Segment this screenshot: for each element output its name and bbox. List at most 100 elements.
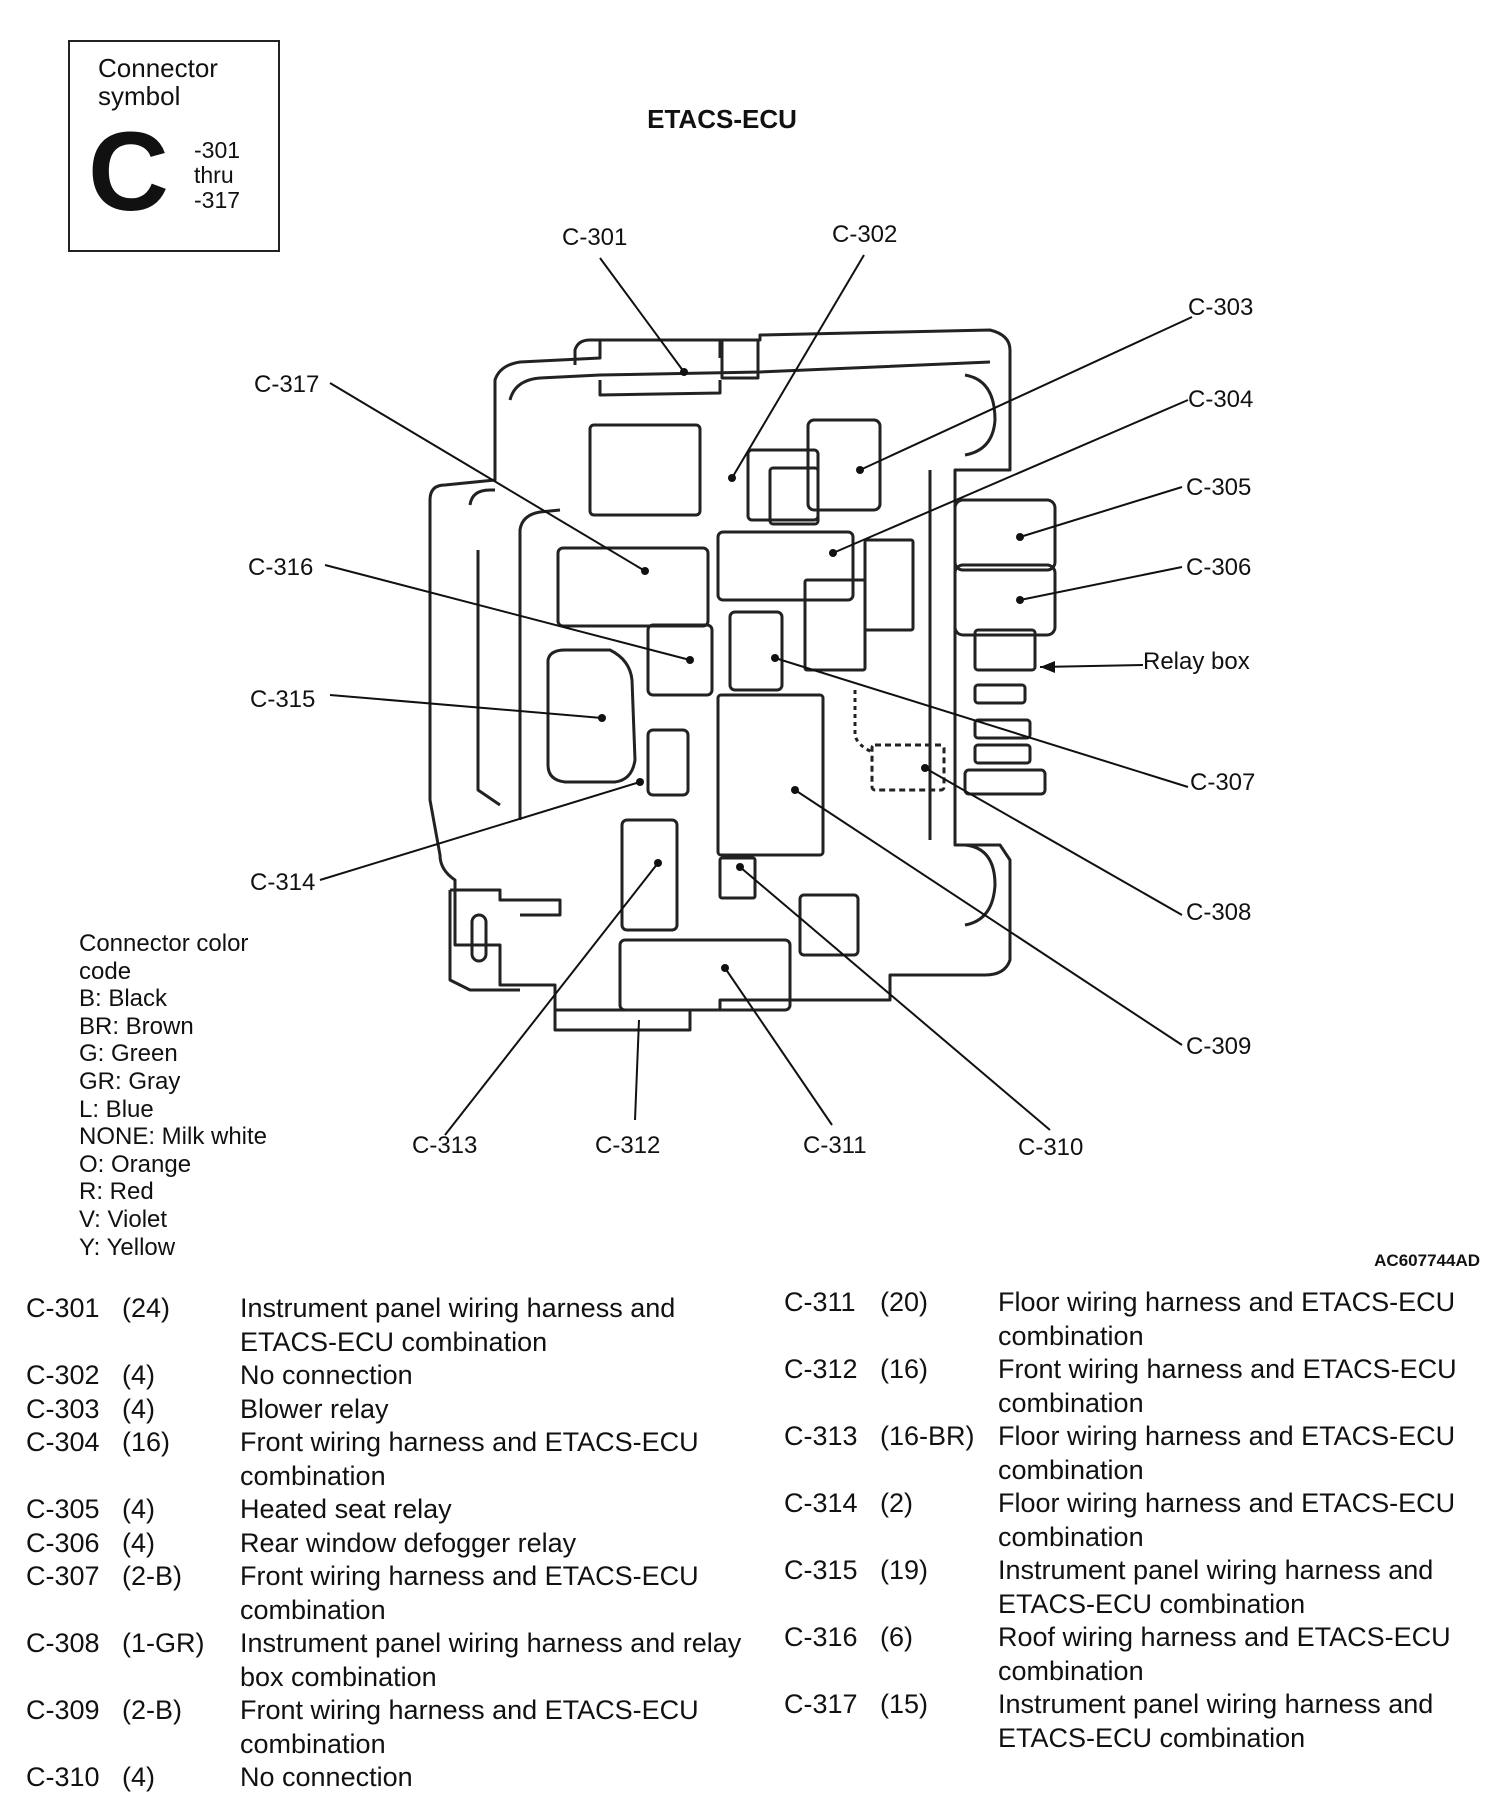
- color-code-item: Y: Yellow: [79, 1233, 176, 1261]
- connector-id: C-301: [26, 1293, 100, 1323]
- connector-pins: (2-B): [122, 1695, 182, 1725]
- callout-c308: C-308: [1186, 899, 1251, 926]
- callout-relay-box: Relay box: [1143, 648, 1250, 675]
- connector-row: C-315(19)Instrument panel wiring harness…: [784, 1554, 1484, 1621]
- range-line-end: -317: [194, 187, 241, 213]
- color-code-item: G: Green: [79, 1040, 178, 1068]
- connector-description: Floor wiring harness and ETACS-ECU combi…: [998, 1488, 1456, 1552]
- connector-id: C-309: [26, 1695, 100, 1725]
- connector-color-legend: Connector color code B: Black BR: Brown …: [79, 930, 269, 1261]
- connector-id: C-316: [784, 1622, 858, 1652]
- connector-row: C-314 (2) Floor wiring harness and ETACS-E…: [784, 1487, 1484, 1554]
- connector-row: C-303(4)Blower relay: [26, 1393, 756, 1427]
- connector-id: C-315: [784, 1555, 858, 1585]
- connector-description: Instrument panel wiring harness and ETAC…: [998, 1689, 1434, 1753]
- connector-pins: (20): [880, 1287, 929, 1317]
- connector-description: Front wiring harness and ETACS-ECU combi…: [240, 1695, 699, 1759]
- leader-dots: [598, 368, 1055, 972]
- connector-pins: (16-BR): [880, 1421, 975, 1451]
- color-code-item: BR: Brown: [79, 1012, 194, 1040]
- connector-row: C-302(4)No connection: [26, 1359, 756, 1393]
- callout-labels: C-301 C-302 C-303 C-304 C-305 C-306 Rela…: [248, 221, 1255, 1161]
- connector-row: C-312 (16) Front wiring harness and ETACS-…: [784, 1353, 1484, 1420]
- color-code-item: GR: Gray: [79, 1067, 181, 1095]
- color-code-item: O: Orange: [79, 1150, 192, 1178]
- connector-description: Floor wiring harness and ETACS-ECU combi…: [998, 1287, 1456, 1351]
- connector-pins: (4): [122, 1360, 155, 1390]
- connector-id: C-317: [784, 1689, 858, 1719]
- connector-pins: (4): [122, 1393, 155, 1424]
- callout-c311: C-311: [803, 1132, 867, 1159]
- connector-pins: (4): [122, 1762, 155, 1792]
- connector-pins: (16): [122, 1427, 171, 1457]
- connector-description: Blower relay: [240, 1393, 389, 1424]
- connector-pins: (15): [880, 1689, 929, 1719]
- connector-pins: (4): [122, 1527, 155, 1558]
- connector-description: Front wiring harness and ETACS-ECU combi…: [240, 1427, 699, 1491]
- connector-table-left: C-301(24)Instrument panel wiring harness…: [26, 1292, 756, 1795]
- connector-id: C-310: [26, 1762, 100, 1792]
- etacs-ecu-illustration: C-301 C-302 C-303 C-304 C-305 C-306 Rela…: [248, 221, 1255, 1161]
- connector-description: Rear window defogger relay: [240, 1527, 577, 1558]
- callout-c305: C-305: [1186, 474, 1251, 501]
- connector-id: C-312: [784, 1354, 858, 1384]
- connector-table-right: C-311 (20) Floor wiring harness and ETACS-…: [784, 1286, 1484, 1755]
- connector-id: C-304: [26, 1427, 100, 1457]
- connector-pins: (1-GR): [122, 1628, 205, 1658]
- connector-pins: (6): [880, 1622, 913, 1652]
- connector-id: C-313: [784, 1421, 858, 1451]
- connector-description: Roof wiring harness and ETACS-ECU combin…: [998, 1622, 1451, 1686]
- connector-row: C-307(2-B)Front wiring harness and ETACS…: [26, 1560, 756, 1627]
- connector-description: Instrument panel wiring harness and ETAC…: [998, 1555, 1434, 1619]
- connector-id: C-314: [784, 1488, 858, 1518]
- connector-row: C-305 (4) Heated seat relay: [26, 1493, 756, 1527]
- connector-pins: (2): [880, 1488, 913, 1518]
- connector-row: C-316 (6) Roof wiring harness and ETACS-EC…: [784, 1621, 1484, 1688]
- connector-description: Floor wiring harness and ETACS-ECU combi…: [998, 1421, 1456, 1485]
- callout-c314: C-314: [250, 869, 315, 896]
- connector-id: C-306: [26, 1527, 100, 1558]
- color-code-item: B: Black: [79, 985, 168, 1013]
- color-legend-heading: Connector color code: [79, 930, 249, 985]
- connector-description: No connection: [240, 1360, 413, 1390]
- range-line-start: -301: [194, 137, 241, 163]
- callout-c303: C-303: [1188, 294, 1253, 321]
- connector-id: C-305: [26, 1494, 100, 1524]
- connector-row: C-304 (16) Front wiring harness and ETACS-…: [26, 1426, 756, 1493]
- callout-c307: C-307: [1190, 769, 1255, 796]
- connector-description: Instrument panel wiring harness and rela…: [240, 1628, 742, 1692]
- connector-symbol-heading: Connector symbol: [98, 53, 218, 111]
- range-line-mid: thru: [194, 162, 234, 188]
- connector-row: C-309 (2-B) Front wiring harness and ETACS…: [26, 1694, 756, 1761]
- callout-c315: C-315: [250, 686, 315, 713]
- color-code-item: V: Violet: [79, 1205, 168, 1233]
- callout-c317: C-317: [254, 371, 319, 398]
- connector-row: C-317 (15) Instrument panel wiring harness…: [784, 1688, 1484, 1755]
- connector-pins: (2-B): [122, 1561, 182, 1591]
- ecu-housing: [428, 328, 1057, 1032]
- diagram-title: ETACS-ECU: [647, 104, 797, 134]
- callout-c301: C-301: [562, 224, 627, 251]
- reference-code: AC607744AD: [1374, 1251, 1480, 1270]
- callout-c306: C-306: [1186, 554, 1251, 581]
- callout-c316: C-316: [248, 554, 313, 581]
- connector-description: Front wiring harness and ETACS-ECU combi…: [998, 1354, 1457, 1418]
- connector-row: C-313 (16-BR) Floor wiring harness and ETA…: [784, 1420, 1484, 1487]
- connector-description: Heated seat relay: [240, 1494, 452, 1524]
- connector-description: No connection: [240, 1762, 413, 1792]
- leader-lines: [319, 254, 1193, 1136]
- callout-c309: C-309: [1186, 1033, 1251, 1060]
- callout-c302: C-302: [832, 221, 897, 248]
- connector-pins: (16): [880, 1354, 929, 1384]
- connector-symbol-box: Connector symbol C -301 thru -317: [68, 40, 280, 252]
- connector-row: C-306 (4) Rear window defogger relay: [26, 1527, 756, 1561]
- connector-id: C-311: [784, 1287, 856, 1317]
- callout-c313: C-313: [412, 1132, 477, 1159]
- callout-c312: C-312: [595, 1132, 660, 1159]
- connector-pins: (4): [122, 1494, 155, 1524]
- callout-c304: C-304: [1188, 386, 1253, 413]
- connector-row: C-311 (20) Floor wiring harness and ETACS-…: [784, 1286, 1484, 1353]
- connector-symbol-letter: C: [88, 109, 169, 234]
- connector-row: C-308(1-GR)Instrument panel wiring harne…: [26, 1627, 756, 1694]
- connector-symbol-range: -301 thru -317: [194, 138, 240, 213]
